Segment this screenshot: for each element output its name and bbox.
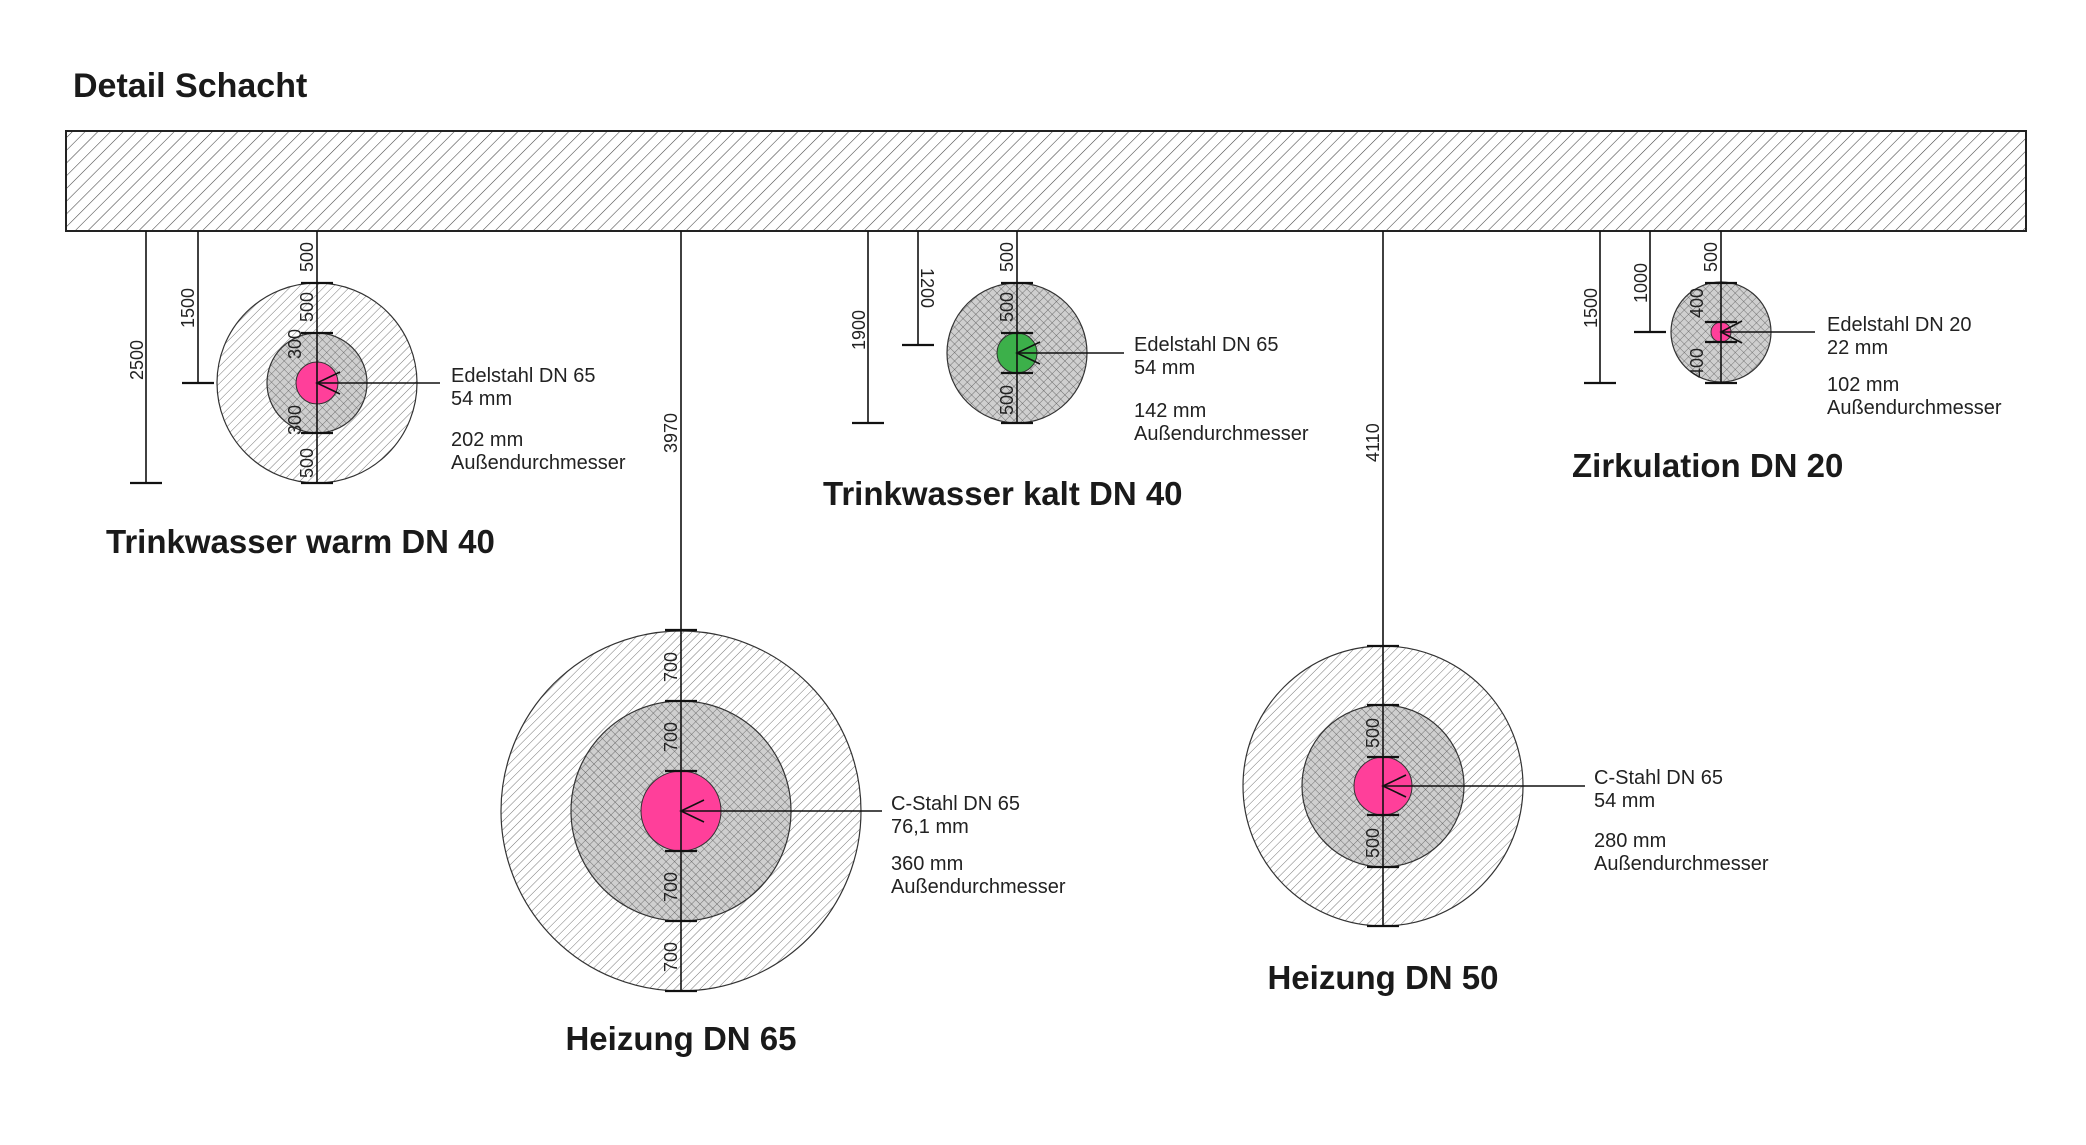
outer-diameter-label: Außendurchmesser bbox=[1134, 423, 1309, 445]
ceiling-slab bbox=[65, 130, 2027, 232]
dimension-label: 700 bbox=[661, 652, 681, 682]
pipe-title: Trinkwasser kalt DN 40 bbox=[823, 475, 1183, 512]
dimension-label: 500 bbox=[1363, 828, 1383, 858]
dimension-label: 500 bbox=[1701, 242, 1721, 272]
page-title: Detail Schacht bbox=[73, 67, 307, 105]
material-label: Edelstahl DN 65 bbox=[451, 365, 596, 387]
outer-diameter-value: 202 mm bbox=[451, 429, 523, 451]
dimension-label: 700 bbox=[661, 872, 681, 902]
outer-diameter-label: Außendurchmesser bbox=[1827, 397, 2002, 419]
leader-arrow bbox=[1381, 774, 1407, 798]
outer-diameter-value: 360 mm bbox=[891, 853, 963, 875]
pipe-title: Heizung DN 65 bbox=[565, 1020, 796, 1057]
dimension-label: 300 bbox=[285, 405, 305, 435]
pipe-title: Zirkulation DN 20 bbox=[1572, 447, 1843, 484]
size-label: 54 mm bbox=[1594, 790, 1655, 812]
outer-diameter-value: 280 mm bbox=[1594, 830, 1666, 852]
pipe-title: Heizung DN 50 bbox=[1267, 959, 1498, 996]
dimension-label: 500 bbox=[997, 242, 1017, 272]
material-label: Edelstahl DN 20 bbox=[1827, 314, 1972, 336]
outer-diameter-label: Außendurchmesser bbox=[1594, 853, 1769, 875]
dimension-label: 700 bbox=[661, 722, 681, 752]
leader-arrow bbox=[679, 799, 705, 823]
size-label: 76,1 mm bbox=[891, 816, 969, 838]
dimension-label: 400 bbox=[1687, 348, 1707, 378]
dimension-label: 500 bbox=[297, 242, 317, 272]
material-label: Edelstahl DN 65 bbox=[1134, 334, 1279, 356]
dimension-label: 1500 bbox=[1581, 288, 1601, 328]
dimension-label: 3970 bbox=[661, 413, 681, 453]
leader-arrow bbox=[315, 371, 341, 395]
dimension-label: 500 bbox=[297, 292, 317, 322]
outer-diameter-label: Außendurchmesser bbox=[891, 876, 1066, 898]
dimension-label: 500 bbox=[997, 292, 1017, 322]
pipe-zirkulation: 1500 1000 500 400 400 Edelstahl DN 20 22… bbox=[1572, 231, 2002, 484]
leader-arrow bbox=[1719, 320, 1743, 344]
dimension-label: 500 bbox=[1363, 718, 1383, 748]
dimension-label: 500 bbox=[997, 385, 1017, 415]
dimension-label: 1900 bbox=[849, 310, 869, 350]
material-label: C-Stahl DN 65 bbox=[891, 793, 1020, 815]
dimension-label: 2500 bbox=[127, 340, 147, 380]
size-label: 22 mm bbox=[1827, 337, 1888, 359]
size-label: 54 mm bbox=[451, 388, 512, 410]
dimension-label: 700 bbox=[661, 942, 681, 972]
pipe-trinkwasser-warm: 2500 1500 500 500 300 300 500 Edelstahl … bbox=[106, 231, 626, 560]
dimension-label: 300 bbox=[285, 329, 305, 359]
size-label: 54 mm bbox=[1134, 357, 1195, 379]
outer-diameter-label: Außendurchmesser bbox=[451, 452, 626, 474]
material-label: C-Stahl DN 65 bbox=[1594, 767, 1723, 789]
dimension-label: 400 bbox=[1687, 288, 1707, 318]
dimension-label: 1500 bbox=[178, 288, 198, 328]
dimension-label: 1000 bbox=[1631, 263, 1651, 303]
pipe-heizung-dn65: 3970 700 700 700 700 C-Stahl DN 65 76,1 … bbox=[500, 231, 1066, 1057]
outer-diameter-value: 102 mm bbox=[1827, 374, 1899, 396]
dimension-label: 500 bbox=[297, 448, 317, 478]
dimension-label: 1200 bbox=[917, 268, 937, 308]
leader-arrow bbox=[1015, 341, 1041, 365]
pipe-heizung-dn50: 4110 500 500 C-Stahl DN 65 54 mm 280 mm … bbox=[1242, 231, 1769, 996]
pipe-trinkwasser-kalt: 1900 1200 500 500 500 Edelstahl DN 65 54… bbox=[823, 231, 1309, 512]
dimension-label: 4110 bbox=[1363, 423, 1383, 462]
outer-diameter-value: 142 mm bbox=[1134, 400, 1206, 422]
pipe-title: Trinkwasser warm DN 40 bbox=[106, 523, 495, 560]
